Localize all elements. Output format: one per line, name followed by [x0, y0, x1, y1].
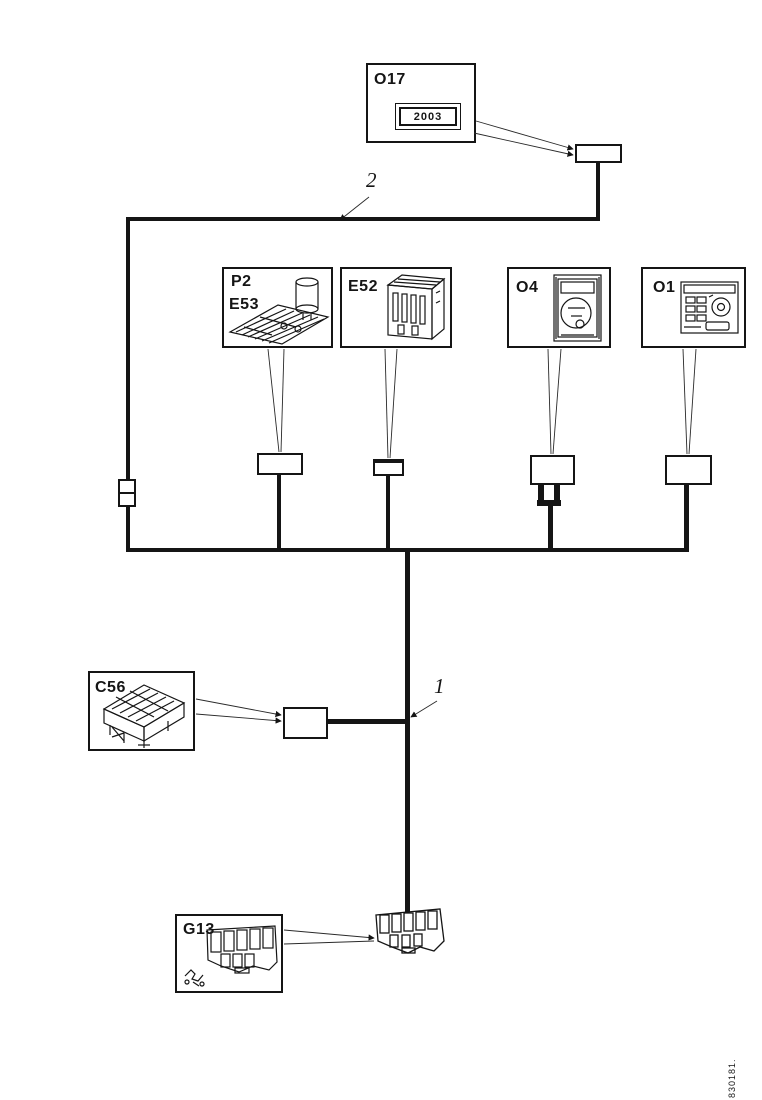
harness-1-number-label: 1 — [434, 674, 445, 698]
harness-2-number-label: 2 — [366, 168, 377, 192]
wire-o4-plug-base — [537, 500, 561, 506]
wire-p2-connector-drop — [277, 474, 281, 550]
instrument-cluster-illustration — [643, 269, 744, 346]
wire-o4-plug-prong-left — [538, 484, 544, 502]
document-number: 830181. — [727, 1058, 737, 1098]
leader-g13-a — [283, 929, 375, 941]
wire-c56-branch — [326, 719, 407, 724]
leader-o4-b — [552, 348, 562, 455]
connector-o4 — [530, 455, 575, 485]
connector-o17 — [575, 144, 622, 163]
component-box-c56: C56 — [88, 671, 195, 751]
harness-end-fuse-block-illustration — [368, 901, 448, 969]
bulb-and-board-illustration — [224, 269, 331, 346]
g13-label: G13 — [183, 921, 215, 938]
component-box-o1: O1 — [641, 267, 746, 348]
odometer-display-frame: 2003 — [395, 103, 461, 130]
inline-splice-connector-lower — [118, 492, 136, 507]
e52-label: E52 — [348, 278, 378, 295]
leader-o17-b — [473, 132, 574, 157]
leader-o1-a — [682, 348, 688, 455]
leader-label-1 — [410, 700, 438, 718]
o17-label: O17 — [374, 71, 406, 88]
wire-o1-connector-drop — [684, 484, 689, 550]
o4-label: O4 — [516, 279, 539, 296]
leader-p2-b — [280, 348, 285, 453]
component-box-e52: E52 — [340, 267, 452, 348]
fuse-block-illustration — [177, 916, 281, 991]
component-box-o17: O17 2003 — [366, 63, 476, 143]
wire-o4-connector-drop — [548, 505, 553, 550]
connector-e52 — [373, 459, 404, 476]
leader-o4-a — [547, 348, 552, 455]
leader-c56-a — [195, 698, 282, 718]
leader-c56-b — [195, 713, 282, 724]
component-box-p2-e53: P2 E53 — [222, 267, 333, 348]
leader-o1-b — [688, 348, 697, 455]
leader-p2-a — [267, 348, 280, 453]
leader-o17-a — [475, 120, 574, 151]
connector-block-illustration — [342, 269, 450, 346]
odometer-display-value: 2003 — [399, 107, 457, 126]
component-box-o4: O4 — [507, 267, 611, 348]
wire-harness-1-main-drop — [405, 550, 410, 912]
gauge-panel-illustration — [509, 269, 609, 346]
e53-label: E53 — [229, 296, 259, 313]
connector-o1 — [665, 455, 712, 485]
p2-label: P2 — [231, 273, 252, 290]
wire-o4-plug-prong-right — [554, 484, 560, 502]
wire-left-vertical — [126, 219, 130, 552]
leader-g13-b — [283, 940, 375, 945]
o1-label: O1 — [653, 279, 676, 296]
wire-e52-connector-drop — [386, 475, 390, 550]
control-module-illustration — [90, 673, 193, 749]
wire-harness-2-horizontal — [126, 217, 600, 221]
c56-label: C56 — [95, 679, 126, 696]
connector-c56 — [283, 707, 328, 739]
leader-e52-b — [389, 348, 398, 459]
wire-o17-connector-drop — [596, 161, 600, 219]
leader-e52-a — [384, 348, 389, 459]
connector-p2-e53 — [257, 453, 303, 475]
component-box-g13: G13 — [175, 914, 283, 993]
